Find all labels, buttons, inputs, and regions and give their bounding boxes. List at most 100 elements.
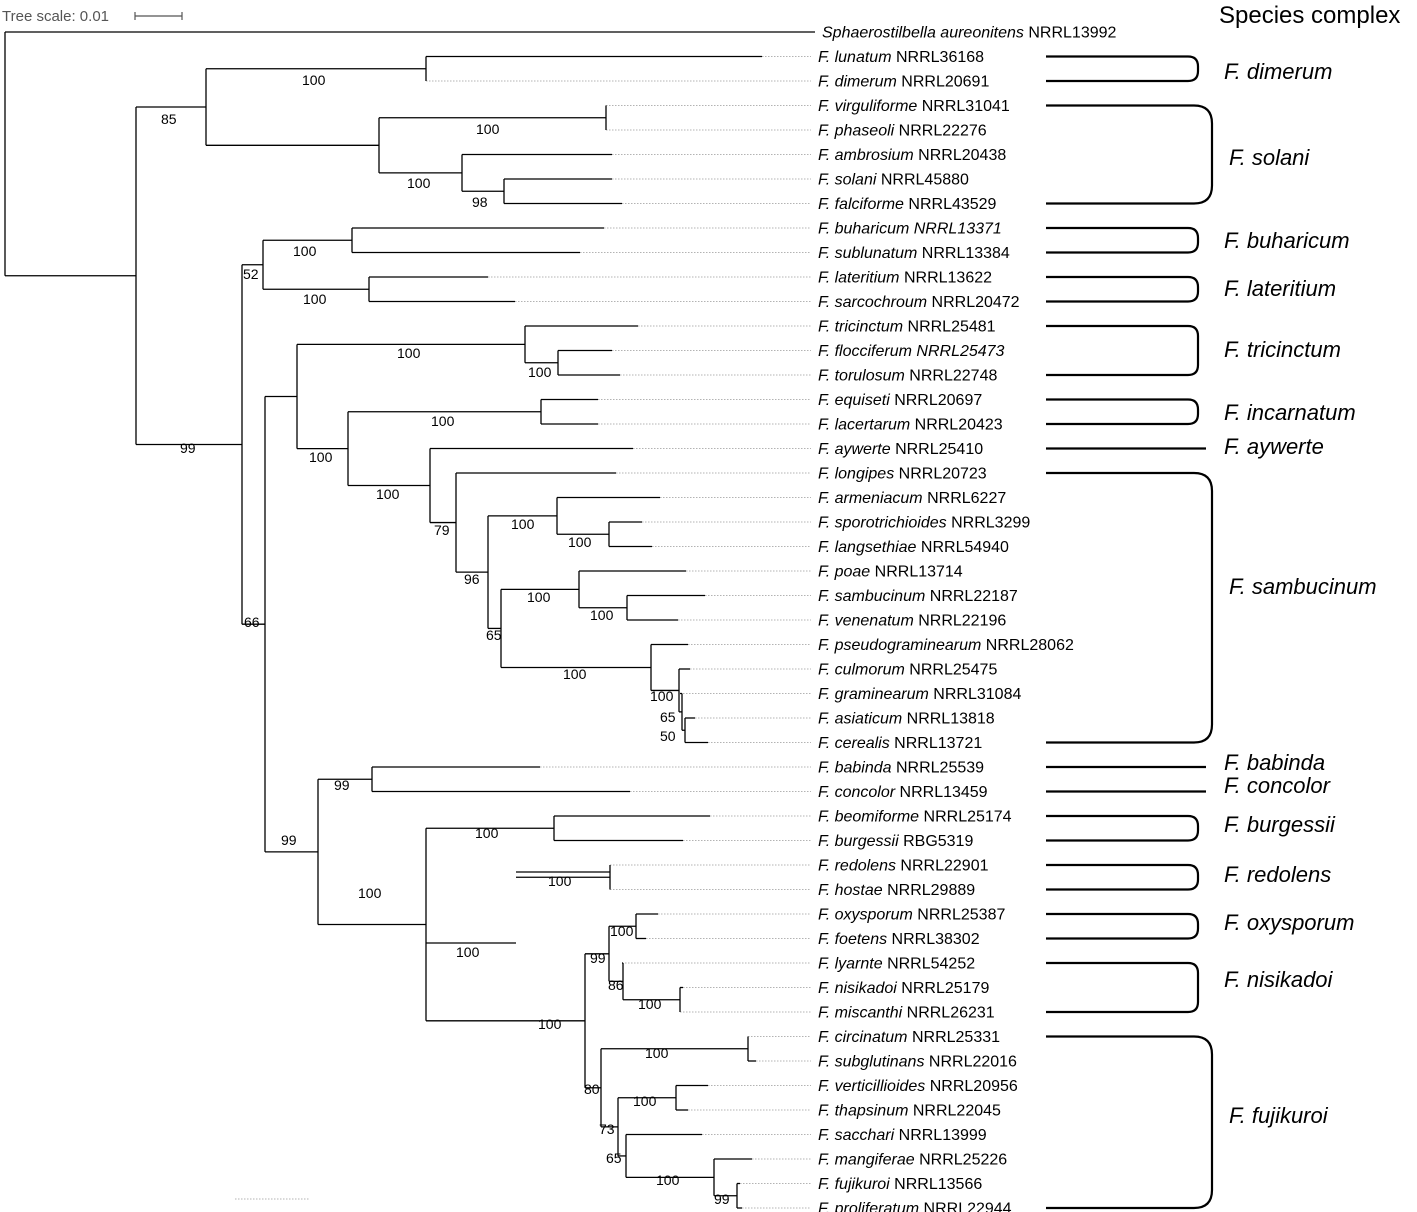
support-value: 100 xyxy=(563,666,587,682)
support-value: 99 xyxy=(334,777,350,793)
leaf-label: F. concolor NRRL13459 xyxy=(818,784,988,801)
support-value: 65 xyxy=(486,627,502,643)
leaf-strain: NRRL36168 xyxy=(892,49,985,66)
leaf-taxon: F. circinatum xyxy=(818,1029,908,1046)
leaf-strain: NRRL20423 xyxy=(910,417,1003,434)
leaf-taxon: F. sacchari xyxy=(818,1127,895,1144)
complex-label: F. concolor xyxy=(1224,773,1332,798)
leaf-strain: NRRL25226 xyxy=(915,1152,1008,1169)
leaf-taxon: F. miscanthi xyxy=(818,1005,903,1022)
leaf-label: F. fujikuroi NRRL13566 xyxy=(818,1176,982,1193)
leaf-strain: NRRL45880 xyxy=(876,172,969,189)
support-value: 100 xyxy=(358,885,382,901)
leaf-taxon: F. hostae xyxy=(818,882,883,899)
leaf-taxon: F. tricinctum xyxy=(818,319,903,336)
support-value: 52 xyxy=(243,266,259,282)
support-value: 80 xyxy=(584,1081,600,1097)
leaf-label: F. miscanthi NRRL26231 xyxy=(818,1005,995,1022)
leaf-label: F. lyarnte NRRL54252 xyxy=(818,956,975,973)
complex-label: F. sambucinum xyxy=(1229,574,1377,599)
leaf-label: F. equiseti NRRL20697 xyxy=(818,392,982,409)
leaf-taxon: F. cerealis xyxy=(818,735,890,752)
leaf-taxon: F. nisikadoi xyxy=(818,980,897,997)
complex-label: F. solani xyxy=(1229,145,1310,170)
leaf-label: F. falciforme NRRL43529 xyxy=(818,196,997,213)
leaf-taxon: F. verticillioides xyxy=(818,1078,925,1095)
complex-bracket xyxy=(1046,324,1200,377)
support-value: 99 xyxy=(281,832,297,848)
leaf-label: F. nisikadoi NRRL25179 xyxy=(818,980,989,997)
leaf-strain: NRRL20697 xyxy=(890,392,983,409)
leaf-label: F. burgessii RBG5319 xyxy=(818,833,973,850)
leaf-strain: NRRL3299 xyxy=(947,515,1031,532)
leaf-label: F. sacchari NRRL13999 xyxy=(818,1127,987,1144)
leaf-taxon: F. aywerte xyxy=(818,441,891,458)
leaf-strain: NRRL13999 xyxy=(894,1127,987,1144)
support-value: 100 xyxy=(376,486,400,502)
support-value: 100 xyxy=(309,449,333,465)
leaf-taxon: F. armeniacum xyxy=(818,490,923,507)
leaf-label: F. sporotrichioides NRRL3299 xyxy=(818,515,1030,532)
support-value: 100 xyxy=(548,873,572,889)
leaf-label: F. sambucinum NRRL22187 xyxy=(818,588,1018,605)
leaf-label: F. sarcochroum NRRL20472 xyxy=(818,294,1020,311)
leaf-label: F. longipes NRRL20723 xyxy=(818,466,987,483)
leaf-label: F. cerealis NRRL13721 xyxy=(818,735,982,752)
leaf-taxon: F. langsethiae xyxy=(818,539,917,556)
support-value: 100 xyxy=(650,688,674,704)
leaf-strain: NRRL26231 xyxy=(902,1005,995,1022)
support-value: 86 xyxy=(608,977,624,993)
leaf-strain: NRRL28062 xyxy=(981,637,1074,654)
leaf-strain: RBG5319 xyxy=(899,833,974,850)
leaf-strain: NRRL25481 xyxy=(903,319,996,336)
support-value: 99 xyxy=(180,440,196,456)
leaf-label: F. flocciferum NRRL25473 xyxy=(818,343,1005,360)
leaf-label: F. babinda NRRL25539 xyxy=(818,760,984,777)
leaf-label: F. redolens NRRL22901 xyxy=(818,858,989,875)
leaf-label: F. solani NRRL45880 xyxy=(818,172,969,189)
support-value: 100 xyxy=(538,1016,562,1032)
leaf-label: F. poae NRRL13714 xyxy=(818,564,963,581)
leaf-labels: Sphaerostilbella aureonitens NRRL13992F.… xyxy=(818,25,1117,1212)
complex-label: F. fujikuroi xyxy=(1229,1103,1329,1128)
leaf-strain: NRRL25387 xyxy=(913,907,1006,924)
complex-bracket xyxy=(1046,1035,1214,1210)
leaf-taxon: F. beomiforme xyxy=(818,809,919,826)
leaf-taxon: F. dimerum xyxy=(818,74,897,91)
leaf-strain: NRRL20691 xyxy=(897,74,990,91)
leaf-taxon: F. burgessii xyxy=(818,833,899,850)
leaf-taxon: F. pseudograminearum xyxy=(818,637,981,654)
tree-scale-bar xyxy=(134,12,183,20)
support-values: 1008510010098100521009910010010010010079… xyxy=(161,72,730,1207)
leaf-taxon: F. poae xyxy=(818,564,870,581)
leaf-strain: NRRL13566 xyxy=(890,1176,983,1193)
leaf-label: F. foetens NRRL38302 xyxy=(818,931,980,948)
leaf-label: F. armeniacum NRRL6227 xyxy=(818,490,1006,507)
support-value: 100 xyxy=(407,175,431,191)
leaf-label: F. asiaticum NRRL13818 xyxy=(818,711,995,728)
leaf-strain: NRRL22016 xyxy=(924,1054,1017,1071)
support-value: 66 xyxy=(244,614,260,630)
leaf-label: F. sublunatum NRRL13384 xyxy=(818,245,1010,262)
leaf-label: F. subglutinans NRRL22016 xyxy=(818,1054,1017,1071)
leaf-strain: NRRL13818 xyxy=(902,711,995,728)
leaf-taxon: F. torulosum xyxy=(818,368,905,385)
leaf-label: F. mangiferae NRRL25226 xyxy=(818,1152,1007,1169)
support-value: 73 xyxy=(599,1121,615,1137)
support-value: 50 xyxy=(660,728,676,744)
complex-bracket xyxy=(1046,398,1200,426)
complex-label: F. nisikadoi xyxy=(1224,967,1334,992)
support-value: 100 xyxy=(610,923,634,939)
complex-bracket xyxy=(1046,863,1200,891)
complex-label: F. burgessii xyxy=(1224,812,1336,837)
leaf-label: F. phaseoli NRRL22276 xyxy=(818,123,987,140)
leaf-label: F. torulosum NRRL22748 xyxy=(818,368,997,385)
leaf-taxon: F. mangiferae xyxy=(818,1152,915,1169)
leaf-label: F. buharicum NRRL13371 xyxy=(818,221,1002,238)
support-value: 100 xyxy=(303,291,327,307)
support-value: 99 xyxy=(590,950,606,966)
leaf-taxon: F. fujikuroi xyxy=(818,1176,890,1193)
support-value: 100 xyxy=(475,825,499,841)
support-value: 100 xyxy=(656,1172,680,1188)
